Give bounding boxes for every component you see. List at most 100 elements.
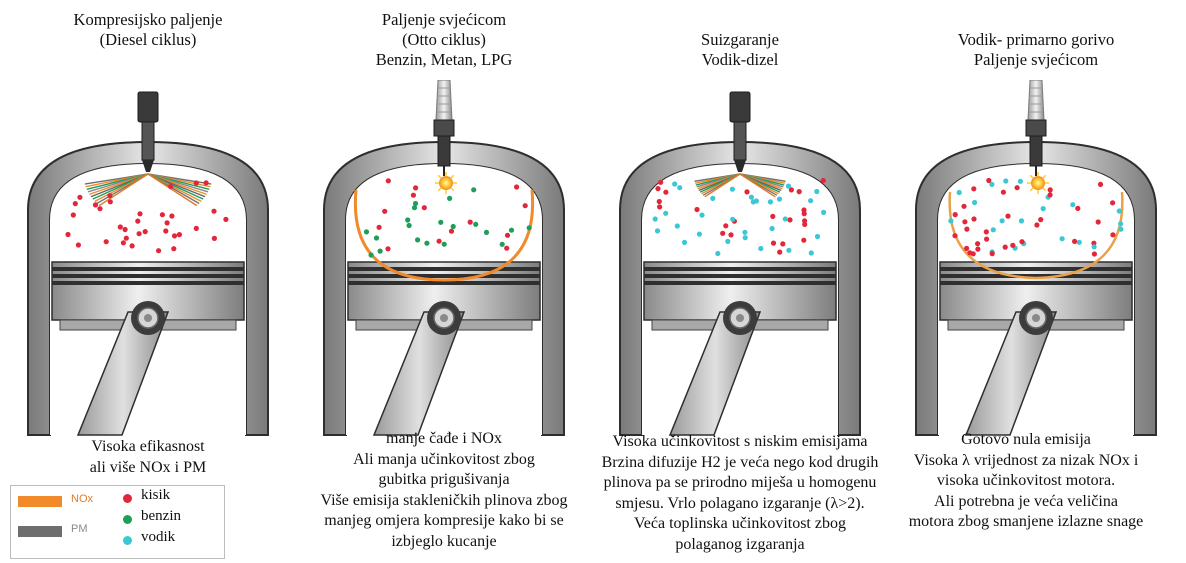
oxygen-molecule (504, 246, 509, 251)
hydrogen-molecule (821, 210, 826, 215)
oxygen-dot-icon (123, 494, 132, 503)
oxygen-molecule (135, 219, 140, 224)
title-line: Paljenje svjećicom (888, 50, 1184, 70)
piston-ring (348, 267, 540, 271)
oxygen-molecule (964, 246, 969, 251)
oxygen-molecule (658, 180, 663, 185)
oxygen-molecule (1015, 185, 1020, 190)
oxygen-molecule (118, 224, 123, 229)
piston-ring (52, 267, 244, 271)
oxygen-molecule (71, 212, 76, 217)
wrist-pin-center (144, 314, 152, 322)
legend: NOx PM kisik benzin vodik (10, 485, 225, 559)
panel-hydrogen-si: Vodik- primarno gorivo Paljenje svjećico… (888, 0, 1184, 563)
oxygen-molecule (723, 223, 728, 228)
oxygen-molecule (123, 227, 128, 232)
oxygen-molecule (137, 231, 142, 236)
hydrogen-molecule (783, 216, 788, 221)
hydrogen-molecule (655, 228, 660, 233)
caption-line: Visoka efikasnost (0, 437, 296, 458)
title-line: Paljenje svjećicom (296, 10, 592, 30)
oxygen-molecule (413, 185, 418, 190)
hydrogen-molecule (814, 189, 819, 194)
oxygen-molecule (663, 190, 668, 195)
oxygen-molecule (1038, 217, 1043, 222)
hydrogen-molecule (1060, 236, 1065, 241)
oxygen-molecule (953, 212, 958, 217)
caption-line: Gotovo nula emisija (868, 430, 1184, 451)
oxygen-molecule (212, 236, 217, 241)
oxygen-molecule (975, 247, 980, 252)
gasoline-molecule (364, 229, 369, 234)
piston-ring (644, 274, 836, 278)
hydrogen-molecule (697, 232, 702, 237)
piston-ring (52, 281, 244, 285)
oxygen-molecule (655, 186, 660, 191)
oxygen-molecule (514, 184, 519, 189)
oxygen-molecule (780, 241, 785, 246)
panel-caption: Gotovo nula emisija Visoka λ vrijednost … (868, 430, 1184, 533)
panel-title: Suizgaranje Vodik-dizel (592, 30, 888, 70)
gasoline-molecule (447, 196, 452, 201)
oxygen-molecule (172, 233, 177, 238)
hydrogen-molecule (786, 184, 791, 189)
oxygen-molecule (204, 180, 209, 185)
oxygen-molecule (964, 227, 969, 232)
hydrogen-molecule (754, 198, 759, 203)
oxygen-molecule (76, 242, 81, 247)
hydrogen-molecule (770, 226, 775, 231)
hydrogen-molecule (1077, 240, 1082, 245)
oxygen-molecule (1005, 214, 1010, 219)
pm-swatch (18, 526, 62, 537)
hydrogen-molecule (1118, 227, 1123, 232)
hydrogen-molecule (715, 251, 720, 256)
oxygen-molecule (967, 250, 972, 255)
pm-label: PM (71, 523, 88, 535)
gasoline-molecule (378, 249, 383, 254)
piston-ring (348, 281, 540, 285)
hydrogen-molecule (743, 235, 748, 240)
hydrogen-molecule (815, 234, 820, 239)
oxygen-molecule (411, 193, 416, 198)
engine-cylinder-hydrogen (888, 80, 1184, 440)
oxygen-molecule (107, 193, 112, 198)
oxygen-molecule (777, 250, 782, 255)
hydrogen-molecule (786, 248, 791, 253)
title-line: Vodik-dizel (592, 50, 888, 70)
oxygen-molecule (961, 204, 966, 209)
panel-title: Paljenje svjećicom (Otto ciklus) Benzin,… (296, 10, 592, 70)
oxygen-molecule (171, 246, 176, 251)
panel-caption: Visoka efikasnost ali više NOx i PM (0, 437, 296, 478)
oxygen-molecule (194, 226, 199, 231)
hydrogen-molecule (710, 196, 715, 201)
oxygen-molecule (121, 240, 126, 245)
engine-cylinder-otto (296, 80, 592, 440)
hydrogen-molecule (749, 195, 754, 200)
engine-cylinder-diesel (0, 80, 296, 440)
hydrogen-molecule (777, 197, 782, 202)
oxygen-molecule (975, 241, 980, 246)
plug-thread (1030, 136, 1042, 166)
legend-item-oxygen: kisik (141, 487, 170, 504)
oxygen-molecule (377, 225, 382, 230)
legend-item-gasoline: benzin (141, 508, 181, 525)
oxygen-molecule (728, 232, 733, 237)
oxygen-molecule (104, 239, 109, 244)
plug-thread (438, 136, 450, 166)
panel-dual-fuel: Suizgaranje Vodik-dizel Visoka učinkovit… (592, 0, 888, 563)
hydrogen-molecule (672, 181, 677, 186)
hydrogen-dot-icon (123, 536, 132, 545)
oxygen-molecule (523, 203, 528, 208)
oxygen-molecule (143, 229, 148, 234)
oxygen-molecule (1098, 182, 1103, 187)
caption-line: Visoka λ vrijednost za nizak NOx i (868, 451, 1184, 472)
hydrogen-molecule (809, 250, 814, 255)
oxygen-molecule (130, 243, 135, 248)
oxygen-molecule (720, 231, 725, 236)
hydrogen-molecule (742, 230, 747, 235)
gasoline-molecule (374, 235, 379, 240)
piston-ring (348, 274, 540, 278)
oxygen-molecule (1072, 239, 1077, 244)
oxygen-molecule (211, 209, 216, 214)
engine-cylinder-dual-fuel (592, 80, 888, 440)
